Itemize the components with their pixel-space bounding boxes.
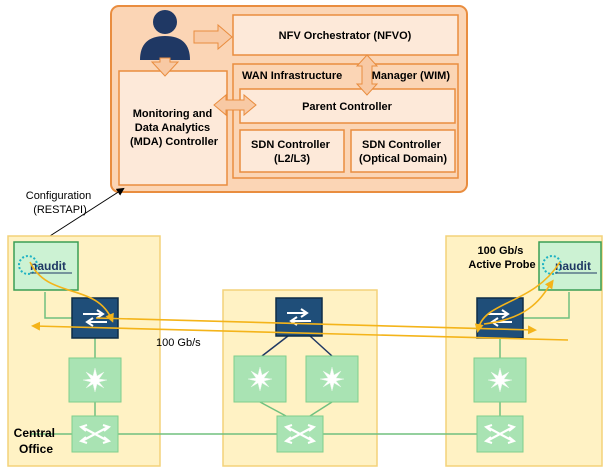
active-probe-label: 100 Gb/s Active Probe <box>468 245 535 271</box>
sdn-controller-l2l3-label: SDN Controller (L2/L3) <box>251 139 333 165</box>
switch-fanout-lines <box>261 335 333 357</box>
transponder-right[interactable] <box>473 357 527 403</box>
parent-controller-label: Parent Controller <box>302 101 393 113</box>
wim-label-left: WAN Infrastructure <box>242 70 342 82</box>
central-office-line-1: Central <box>14 426 55 440</box>
optical-switch-middle[interactable] <box>276 415 324 453</box>
sdn-optical-line-1: SDN Controller <box>362 139 442 151</box>
configuration-line-2: (RESTAPI) <box>33 204 87 216</box>
naudit-logo-left-text: naudit <box>30 259 66 273</box>
nfvo-label: NFV Orchestrator (NFVO) <box>279 30 412 42</box>
sdn-controller-l2l3-box[interactable] <box>239 129 345 173</box>
probe-left[interactable] <box>13 241 79 291</box>
configuration-arrow <box>37 187 125 245</box>
parent-controller-box[interactable] <box>239 88 456 124</box>
transponder-middle-b[interactable] <box>305 355 359 403</box>
naudit-logo-left: naudit <box>18 255 72 275</box>
fiber-links <box>30 292 570 435</box>
central-office-label: Central Office <box>14 426 59 456</box>
central-office-line-2: Office <box>19 442 53 456</box>
configuration-label: Configuration (RESTAPI) <box>26 190 95 216</box>
sdn-l2l3-line-1: SDN Controller <box>251 139 331 151</box>
mda-parent-bidirectional-arrow <box>213 93 257 117</box>
sdn-optical-line-2: (Optical Domain) <box>359 153 447 165</box>
probe-right[interactable] <box>538 241 602 291</box>
naudit-logo-right-text: naudit <box>555 259 591 273</box>
nfvo-box[interactable] <box>232 14 459 56</box>
sdn-controller-optical-box[interactable] <box>350 129 456 173</box>
sdn-controller-optical-label: SDN Controller (Optical Domain) <box>359 139 447 165</box>
nfvo-wim-bidirectional-arrow <box>355 54 379 96</box>
probe-signal-paths <box>29 261 569 341</box>
mda-controller-box[interactable] <box>118 70 228 186</box>
packet-switch-middle[interactable] <box>275 297 323 337</box>
naudit-logo-right: naudit <box>542 255 597 275</box>
optical-switch-left[interactable] <box>71 415 119 453</box>
sdn-l2l3-line-2: (L2/L3) <box>274 153 310 165</box>
configuration-line-1: Configuration <box>26 190 91 202</box>
user-to-mda-arrow <box>150 57 180 77</box>
active-probe-line-1: 100 Gb/s <box>478 245 524 257</box>
optical-switch-right[interactable] <box>476 415 524 453</box>
link-rate-label: 100 Gb/s <box>156 337 201 349</box>
user-to-nfvo-arrow <box>193 23 233 51</box>
transponder-middle-a[interactable] <box>233 355 287 403</box>
transponder-left[interactable] <box>68 357 122 403</box>
mda-line-1: Monitoring and <box>133 108 212 120</box>
user-icon <box>140 10 190 60</box>
active-probe-line-2: Active Probe <box>468 259 535 271</box>
mda-line-3: (MDA) Controller <box>130 136 219 148</box>
mda-line-2: Data Analytics <box>135 122 210 134</box>
mda-controller-label: Monitoring and Data Analytics (MDA) Cont… <box>130 108 219 148</box>
wim-label-right: Manager (WIM) <box>372 70 451 82</box>
